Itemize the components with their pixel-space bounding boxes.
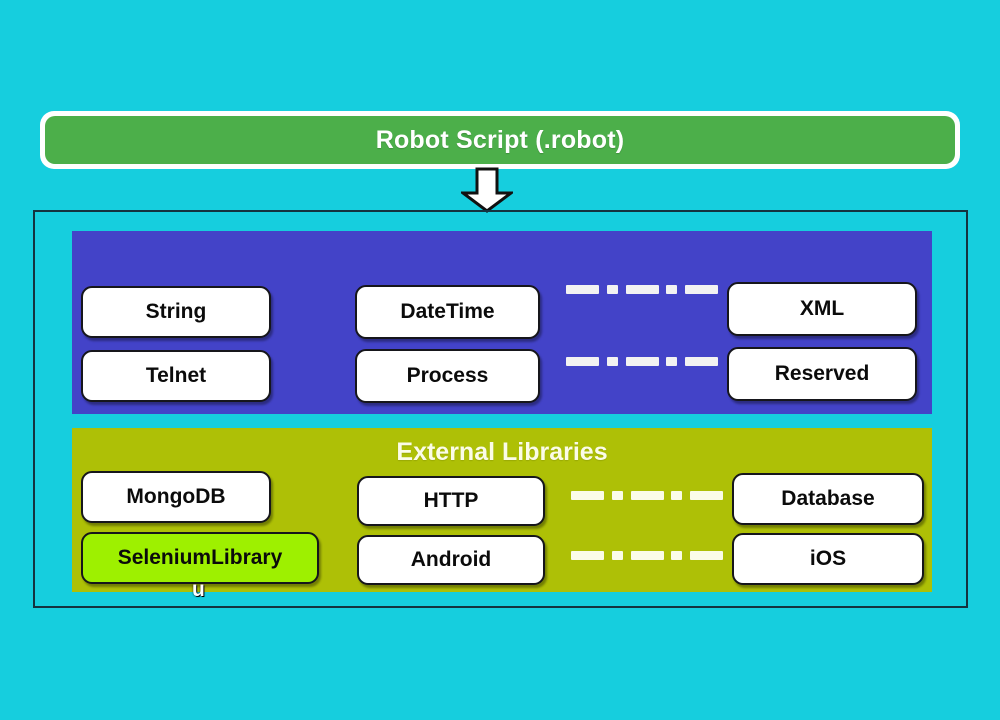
robot-script-bar: Robot Script (.robot) <box>40 111 960 169</box>
connector-dashline-row3 <box>571 491 723 500</box>
library-chip-xml[interactable]: XML <box>727 282 917 336</box>
library-chip-reserved[interactable]: Reserved <box>727 347 917 401</box>
library-chip-ios[interactable]: iOS <box>732 533 924 585</box>
libraries-frame <box>33 210 968 608</box>
down-arrow-icon <box>458 167 516 213</box>
connector-dashline-row1 <box>566 285 718 294</box>
library-chip-android[interactable]: Android <box>357 535 545 585</box>
library-chip-seleniumlibrary[interactable]: SeleniumLibrary <box>81 532 319 584</box>
library-chip-telnet[interactable]: Telnet <box>81 350 271 402</box>
external-libraries-title: External Libraries <box>396 438 608 466</box>
library-chip-database[interactable]: Database <box>732 473 924 525</box>
robot-script-label: Robot Script (.robot) <box>45 116 955 164</box>
library-chip-process[interactable]: Process <box>355 349 540 403</box>
standard-libraries-panel: String DateTime XML Telnet Process Reser… <box>72 231 932 414</box>
connector-dashline-row4 <box>571 551 723 560</box>
library-chip-http[interactable]: HTTP <box>357 476 545 526</box>
connector-dashline-row2 <box>566 357 718 366</box>
external-libraries-panel: External Libraries MongoDB HTTP Database… <box>72 428 932 592</box>
stray-glyph-artifact: u <box>192 578 205 601</box>
library-chip-mongodb[interactable]: MongoDB <box>81 471 271 523</box>
library-chip-string[interactable]: String <box>81 286 271 338</box>
library-chip-datetime[interactable]: DateTime <box>355 285 540 339</box>
